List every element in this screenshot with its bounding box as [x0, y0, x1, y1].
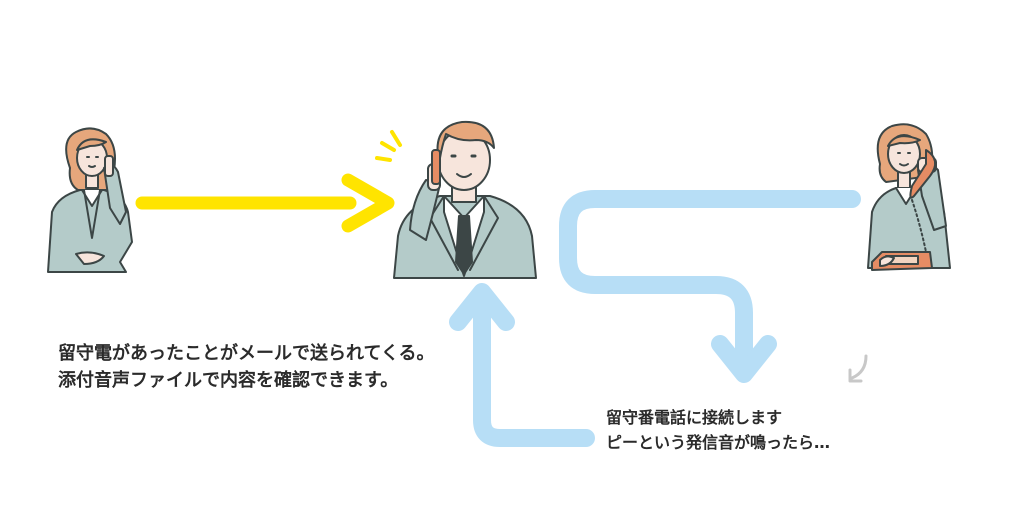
blue-arrow-to-voicemail — [559, 190, 861, 383]
woman-with-desk-phone-icon — [867, 123, 951, 271]
man-on-phone-icon — [393, 120, 537, 279]
blue-arrow-to-man — [449, 283, 595, 447]
caption-left-line-1: 留守電があったことがメールで送られてくる。 — [58, 343, 435, 364]
woman-on-phone-icon — [47, 127, 133, 273]
caption-email-notification: 留守電があったことがメールで送られてくる。 添付音声ファイルで内容を確認できます… — [58, 340, 435, 394]
caption-right-line-2: ピーという発信音が鳴ったら… — [606, 432, 831, 452]
caption-voicemail-connect: 留守番電話に接続します ピーという発信音が鳴ったら… — [606, 406, 830, 456]
small-curved-arrow-icon — [848, 354, 868, 383]
caption-right-line-1: 留守番電話に接続します — [606, 408, 783, 427]
ringing-lines-icon — [375, 130, 402, 162]
yellow-arrow — [135, 173, 395, 233]
caption-left-line-2: 添付音声ファイルで内容を確認できます。 — [58, 370, 399, 391]
